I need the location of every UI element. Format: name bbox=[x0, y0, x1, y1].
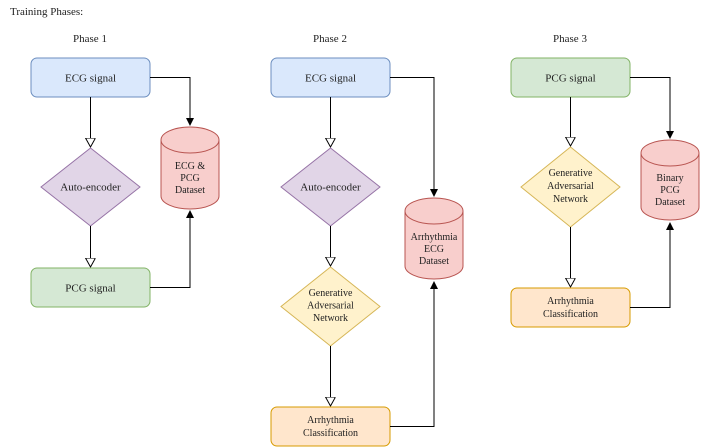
phase3-dataset-cylinder bbox=[640, 139, 700, 221]
phase2-dataset-cylinder bbox=[404, 197, 464, 280]
phase2-ecg-to-dataset-arrow bbox=[390, 77, 438, 197]
phase2-label: Phase 2 bbox=[313, 33, 347, 45]
phase3-classification-line1: Arrhythmia bbox=[547, 296, 594, 307]
phase2-classification-line1: Arrhythmia bbox=[307, 415, 354, 426]
phase2-gan-line3: Network bbox=[313, 313, 348, 324]
phase2-dataset-line3: Dataset bbox=[419, 256, 449, 267]
phase3-gan-line1: Generative bbox=[549, 168, 593, 179]
phase3-pcg-signal-label: PCG signal bbox=[545, 73, 595, 85]
phase2-classification-box bbox=[270, 406, 391, 447]
phase2-ecg-signal-label: ECG signal bbox=[305, 73, 356, 85]
phase1-dataset-line3: Dataset bbox=[175, 185, 205, 196]
phase1-dataset-cylinder bbox=[160, 126, 220, 210]
phase2-gan-line1: Generative bbox=[309, 288, 353, 299]
phase1-autoencoder-label: Auto-encoder bbox=[60, 182, 121, 194]
phase1-pcg-to-dataset-arrow bbox=[150, 210, 194, 288]
phase3-gan-line2: Adversarial bbox=[547, 181, 594, 192]
diagram-title: Training Phases: bbox=[10, 6, 83, 18]
phase3-dataset-line2: PCG bbox=[660, 185, 679, 196]
phase1-label: Phase 1 bbox=[73, 33, 107, 45]
phase3-dataset-line1: Binary bbox=[656, 173, 683, 184]
phase3-pcg-to-dataset-arrow bbox=[630, 77, 674, 139]
phase2-classification-line2: Classification bbox=[303, 428, 358, 439]
phase2-autoencoder-label: Auto-encoder bbox=[300, 182, 361, 194]
phase3-classification-box bbox=[510, 287, 631, 328]
phase3-dataset-line3: Dataset bbox=[655, 197, 685, 208]
phase2-dataset-line2: ECG bbox=[424, 244, 444, 255]
phase3-label: Phase 3 bbox=[553, 33, 587, 45]
phase1-dataset-line1: ECG & bbox=[175, 161, 206, 172]
phase1-pcg-signal-label: PCG signal bbox=[65, 283, 115, 295]
phase2-gan-line2: Adversarial bbox=[307, 301, 354, 312]
phase2-classification-to-dataset-arrow bbox=[390, 281, 438, 427]
phase1-dataset-line2: PCG bbox=[180, 173, 199, 184]
phase2-dataset-line1: Arrhythmia bbox=[411, 232, 458, 243]
phase3-classification-line2: Classification bbox=[543, 309, 598, 320]
phase3-gan-line3: Network bbox=[553, 194, 588, 205]
phase3-classification-to-dataset-arrow bbox=[630, 222, 674, 308]
phase1-ecg-to-dataset-arrow bbox=[150, 77, 194, 126]
phase1-ecg-signal-label: ECG signal bbox=[65, 73, 116, 85]
